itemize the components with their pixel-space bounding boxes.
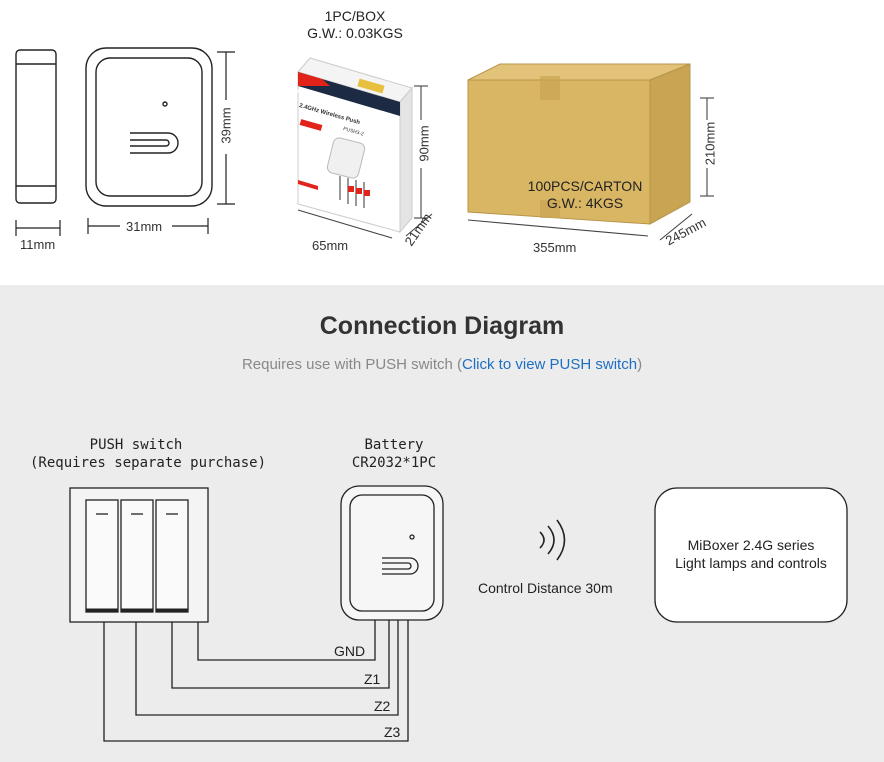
box-width-label: 65mm [312,238,349,253]
carton-width-label: 355mm [533,240,577,255]
device-depth-label: 11mm [20,237,56,252]
device-height-dimension [217,51,235,205]
device-width-dimension [87,218,209,234]
diagram-subtitle: Requires use with PUSH switch (Click to … [0,356,884,373]
push-switch-note: (Requires separate purchase) [30,455,267,471]
device-front-view [85,47,213,207]
carton-qty-label: 100PCS/CARTON [527,178,643,194]
wiring [103,620,409,742]
retail-box [297,57,413,234]
box-height-label: 90mm [416,125,432,162]
battery-label: Battery [364,437,424,453]
diagram-title: Connection Diagram [319,312,565,340]
shipping-carton [467,63,691,225]
miboxer-line-1: MiBoxer 2.4G series [687,537,815,553]
push-switch-label: PUSH switch [89,437,183,453]
device-side-view [15,49,57,204]
subtitle-suffix: ) [637,356,643,373]
miboxer-line-2: Light lamps and controls [675,555,827,571]
receiver-module [340,485,444,621]
battery-type-label: CR2032*1PC [351,455,437,471]
wireless-signal-icon [539,519,566,561]
push-switch [69,487,209,623]
wire-z2-label: Z2 [374,698,391,714]
miboxer-controller-box [654,487,848,623]
wire-z3-label: Z3 [384,724,401,740]
carton-gw-label: G.W.: 4KGS [546,195,624,211]
device-depth-dimension [15,220,61,236]
box-qty-label: 1PC/BOX [324,8,386,24]
carton-dimensions [467,97,714,241]
box-dimensions [297,85,433,239]
control-distance-label: Control Distance 30m [478,580,613,596]
device-height-label: 39mm [218,107,234,144]
wire-z1-label: Z1 [364,671,381,687]
view-push-switch-link[interactable]: Click to view PUSH switch [462,356,638,373]
carton-height-label: 210mm [702,121,718,166]
device-width-label: 31mm [126,219,163,234]
subtitle-prefix: Requires use with PUSH switch ( [241,356,463,373]
box-gw-label: G.W.: 0.03KGS [307,25,403,41]
wire-gnd-label: GND [334,643,366,659]
